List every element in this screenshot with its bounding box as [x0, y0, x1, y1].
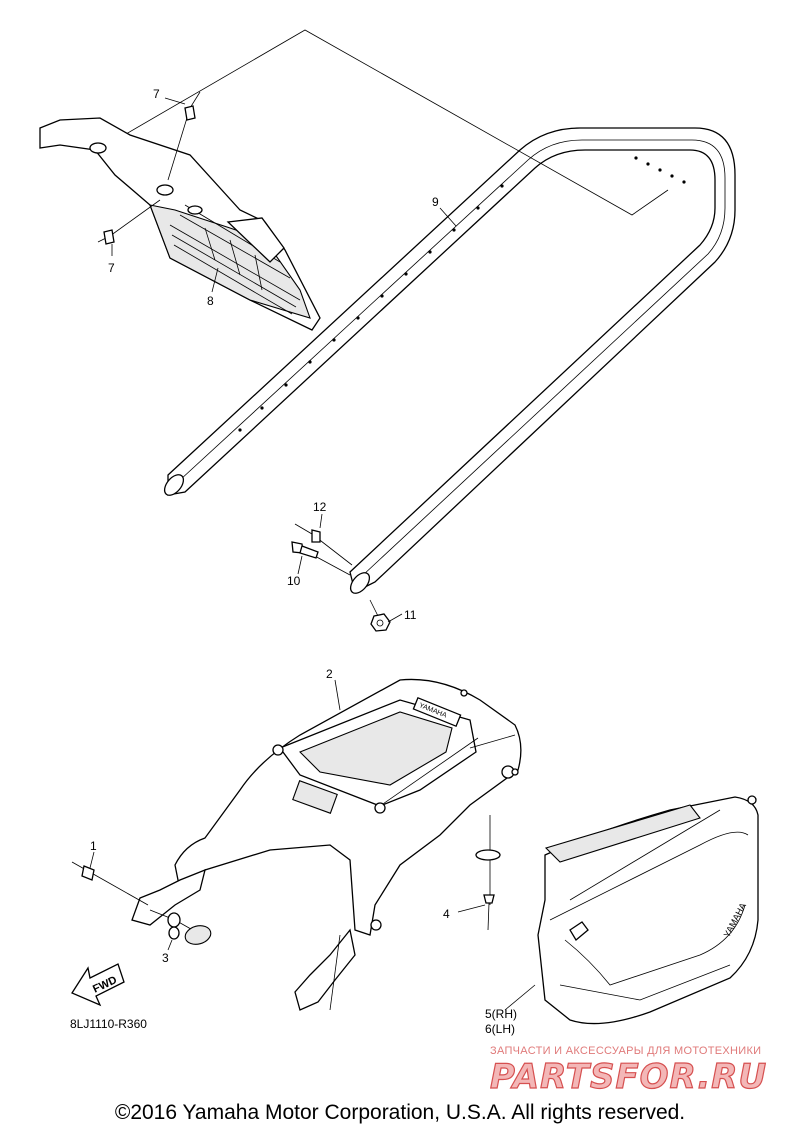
watermark-site: PARTSFOR.RU	[490, 1057, 767, 1097]
callout-3: 3	[162, 951, 169, 965]
screw-part-7-left	[97, 199, 161, 245]
watermark: ЗАПЧАСТИ И АКСЕССУАРЫ ДЛЯ МОТОТЕХНИКИ PA…	[489, 1045, 767, 1098]
callout-7-top: 7	[153, 87, 160, 101]
diagram-code: 8LJ1110-R360	[70, 1017, 147, 1031]
fastener-group-10-12	[291, 523, 353, 576]
callout-8: 8	[207, 294, 214, 308]
callout-5-rh: 5(RH)	[485, 1007, 517, 1021]
nut-part-11	[369, 599, 391, 632]
callout-12: 12	[313, 500, 327, 514]
copyright-notice: ©2016 Yamaha Motor Corporation, U.S.A. A…	[114, 1101, 686, 1124]
rear-bag-part-2: YAMAHA	[131, 678, 522, 1011]
callout-6-lh: 6(LH)	[485, 1022, 515, 1036]
screw-part-1	[71, 861, 149, 906]
screw-part-7-top	[167, 91, 201, 181]
callout-2: 2	[326, 667, 333, 681]
rivet-part-4	[475, 815, 501, 931]
callout-1: 1	[90, 839, 97, 853]
callout-7-left: 7	[108, 261, 115, 275]
leader-lines	[89, 97, 536, 1011]
watermark-tagline: ЗАПЧАСТИ И АКСЕССУАРЫ ДЛЯ МОТОТЕХНИКИ	[490, 1045, 761, 1057]
callout-4: 4	[443, 907, 450, 921]
callout-10: 10	[287, 574, 301, 588]
callout-9: 9	[432, 195, 439, 209]
side-bag-part-5-6: YAMAHA	[537, 795, 759, 1025]
callout-11: 11	[404, 608, 417, 622]
callout-labels: 7 7 8 9 12 10 11 2 1 3 4 5(RH) 6(LH)	[90, 87, 517, 1036]
plate-part-8	[39, 117, 321, 331]
washer-part-3	[149, 909, 212, 945]
fwd-arrow-icon: FWD	[71, 963, 125, 1007]
